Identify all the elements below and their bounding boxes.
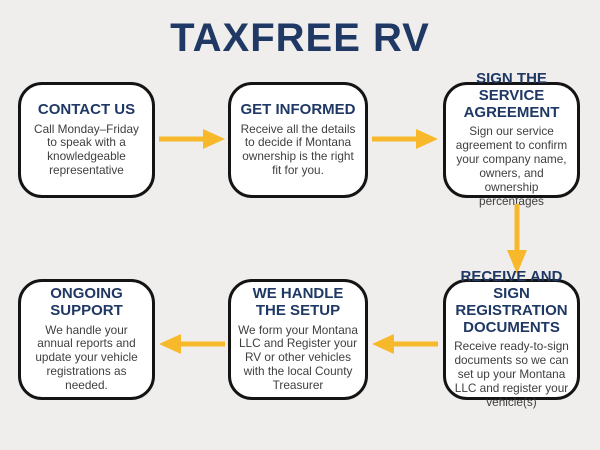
step-heading: CONTACT US bbox=[37, 100, 136, 118]
page-title: TAXFREE RV bbox=[170, 16, 430, 60]
step-box-sign-service-agreement: SIGN THE SERVICE AGREEMENT Sign our serv… bbox=[443, 70, 580, 208]
step-box-get-informed: GET INFORMED Receive all the details to … bbox=[228, 82, 368, 198]
step-box-we-handle-the-setup: WE HANDLE THE SETUP We form your Montana… bbox=[228, 279, 368, 400]
step-body: We form your Montana LLC and Register yo… bbox=[238, 322, 358, 393]
step-body: Receive ready-to-sign documents so we ca… bbox=[454, 339, 569, 409]
arrow-right-icon bbox=[159, 127, 225, 151]
arrow-left-icon bbox=[372, 332, 438, 356]
step-box-receive-sign-registration-documents: RECEIVE AND SIGN REGISTRATION DOCUMENTS … bbox=[443, 268, 580, 409]
step-heading: RECEIVE AND SIGN REGISTRATION DOCUMENTS bbox=[455, 268, 568, 336]
step-body: Sign our service agreement to confirm yo… bbox=[455, 124, 568, 209]
arrow-left-icon bbox=[159, 332, 225, 356]
step-body: Receive all the details to decide if Mon… bbox=[240, 121, 356, 178]
step-box-ongoing-support: ONGOING SUPPORT We handle your annual re… bbox=[18, 279, 155, 400]
arrow-right-icon bbox=[372, 127, 438, 151]
step-heading: GET INFORMED bbox=[240, 100, 356, 118]
step-heading: ONGOING SUPPORT bbox=[50, 284, 123, 319]
step-heading: SIGN THE SERVICE AGREEMENT bbox=[463, 70, 560, 121]
arrow-down-icon bbox=[505, 204, 529, 274]
step-body: Call Monday–Friday to speak with a knowl… bbox=[34, 121, 139, 178]
step-body: We handle your annual reports and update… bbox=[35, 322, 138, 393]
step-box-contact-us: CONTACT US Call Monday–Friday to speak w… bbox=[18, 82, 155, 198]
step-heading: WE HANDLE THE SETUP bbox=[252, 284, 344, 319]
